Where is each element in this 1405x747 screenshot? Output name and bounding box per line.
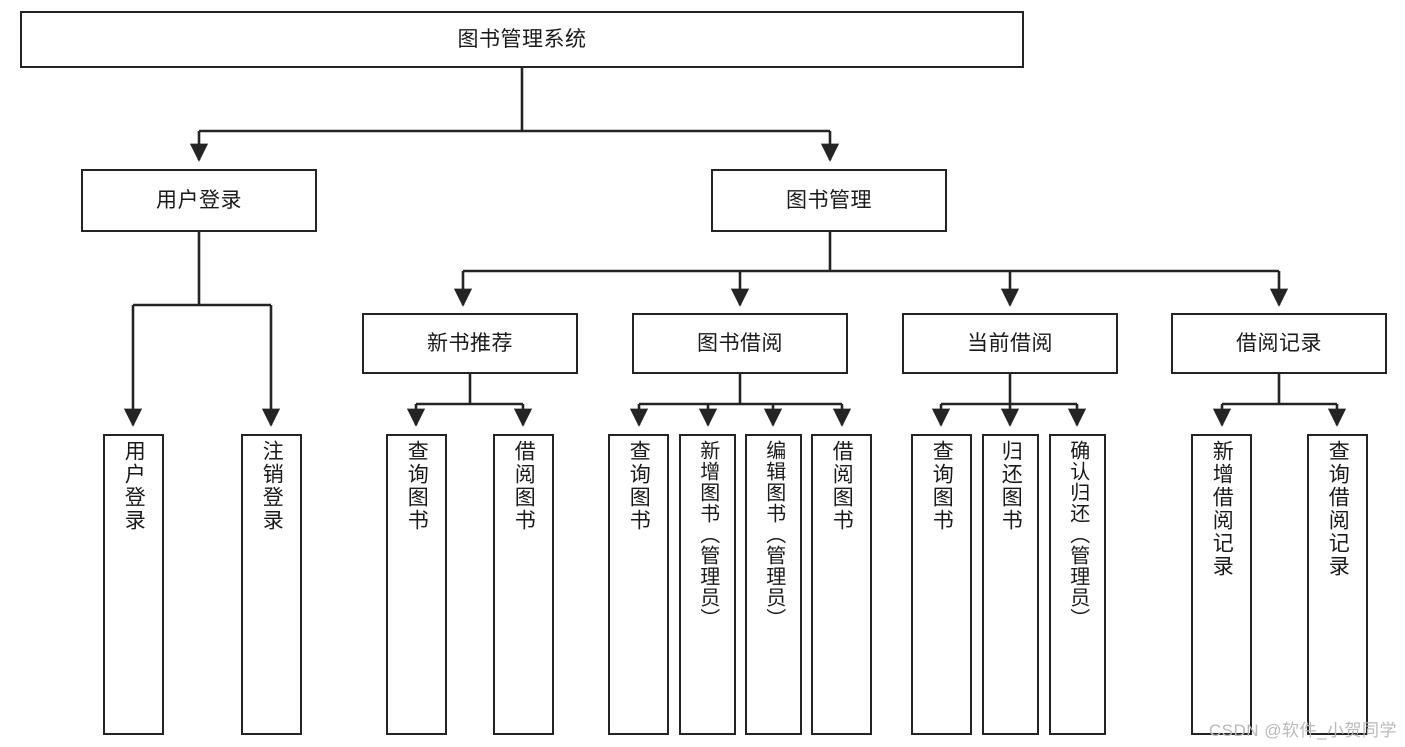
leaf-borrow-record-query-record[interactable]: 查询借阅记录 (1307, 434, 1368, 735)
leaf-user-login-logout[interactable]: 注销登录 (241, 434, 302, 735)
node-label: 确认归还（管理员） (1066, 440, 1089, 629)
leaf-new-book-query-books[interactable]: 查询图书 (386, 434, 447, 735)
node-label: 图书管理 (786, 188, 872, 212)
leaf-current-borrow-confirm-return-admin[interactable]: 确认归还（管理员） (1049, 434, 1106, 735)
leaf-book-borrow-borrow-books[interactable]: 借阅图书 (811, 434, 872, 735)
node-label: 借阅图书 (830, 440, 854, 532)
node-label: 查询借阅记录 (1326, 440, 1350, 578)
node-label: 查询图书 (627, 440, 651, 532)
node-root-book-management-system[interactable]: 图书管理系统 (20, 11, 1024, 68)
node-current-borrow[interactable]: 当前借阅 (902, 313, 1118, 374)
node-book-borrow[interactable]: 图书借阅 (632, 313, 848, 374)
node-label: 用户登录 (156, 188, 242, 212)
node-borrow-record[interactable]: 借阅记录 (1171, 313, 1387, 374)
node-label: 借阅图书 (512, 440, 536, 532)
leaf-borrow-record-add-record[interactable]: 新增借阅记录 (1191, 434, 1252, 735)
node-label: 归还图书 (999, 440, 1023, 532)
node-label: 查询图书 (405, 440, 429, 532)
node-book-management[interactable]: 图书管理 (711, 169, 947, 232)
leaf-user-login-login[interactable]: 用户登录 (103, 434, 164, 735)
node-user-login[interactable]: 用户登录 (81, 169, 317, 232)
node-label: 注销登录 (260, 440, 284, 532)
node-label: 当前借阅 (967, 331, 1053, 355)
leaf-current-borrow-return-books[interactable]: 归还图书 (982, 434, 1039, 735)
leaf-new-book-borrow-books[interactable]: 借阅图书 (493, 434, 554, 735)
node-label: 新增借阅记录 (1210, 440, 1234, 578)
node-label: 图书借阅 (697, 331, 783, 355)
node-label: 新书推荐 (427, 331, 513, 355)
node-label: 借阅记录 (1236, 331, 1322, 355)
node-label: 查询图书 (930, 440, 954, 532)
leaf-current-borrow-query-books[interactable]: 查询图书 (911, 434, 972, 735)
leaf-book-borrow-query-books[interactable]: 查询图书 (608, 434, 669, 735)
node-label: 新增图书（管理员） (696, 440, 719, 629)
node-label: 用户登录 (122, 440, 146, 532)
node-label: 图书管理系统 (457, 27, 587, 51)
node-label: 编辑图书（管理员） (762, 440, 785, 629)
node-new-book-recommend[interactable]: 新书推荐 (362, 313, 578, 374)
leaf-book-borrow-edit-book-admin[interactable]: 编辑图书（管理员） (745, 434, 802, 735)
leaf-book-borrow-add-book-admin[interactable]: 新增图书（管理员） (679, 434, 736, 735)
